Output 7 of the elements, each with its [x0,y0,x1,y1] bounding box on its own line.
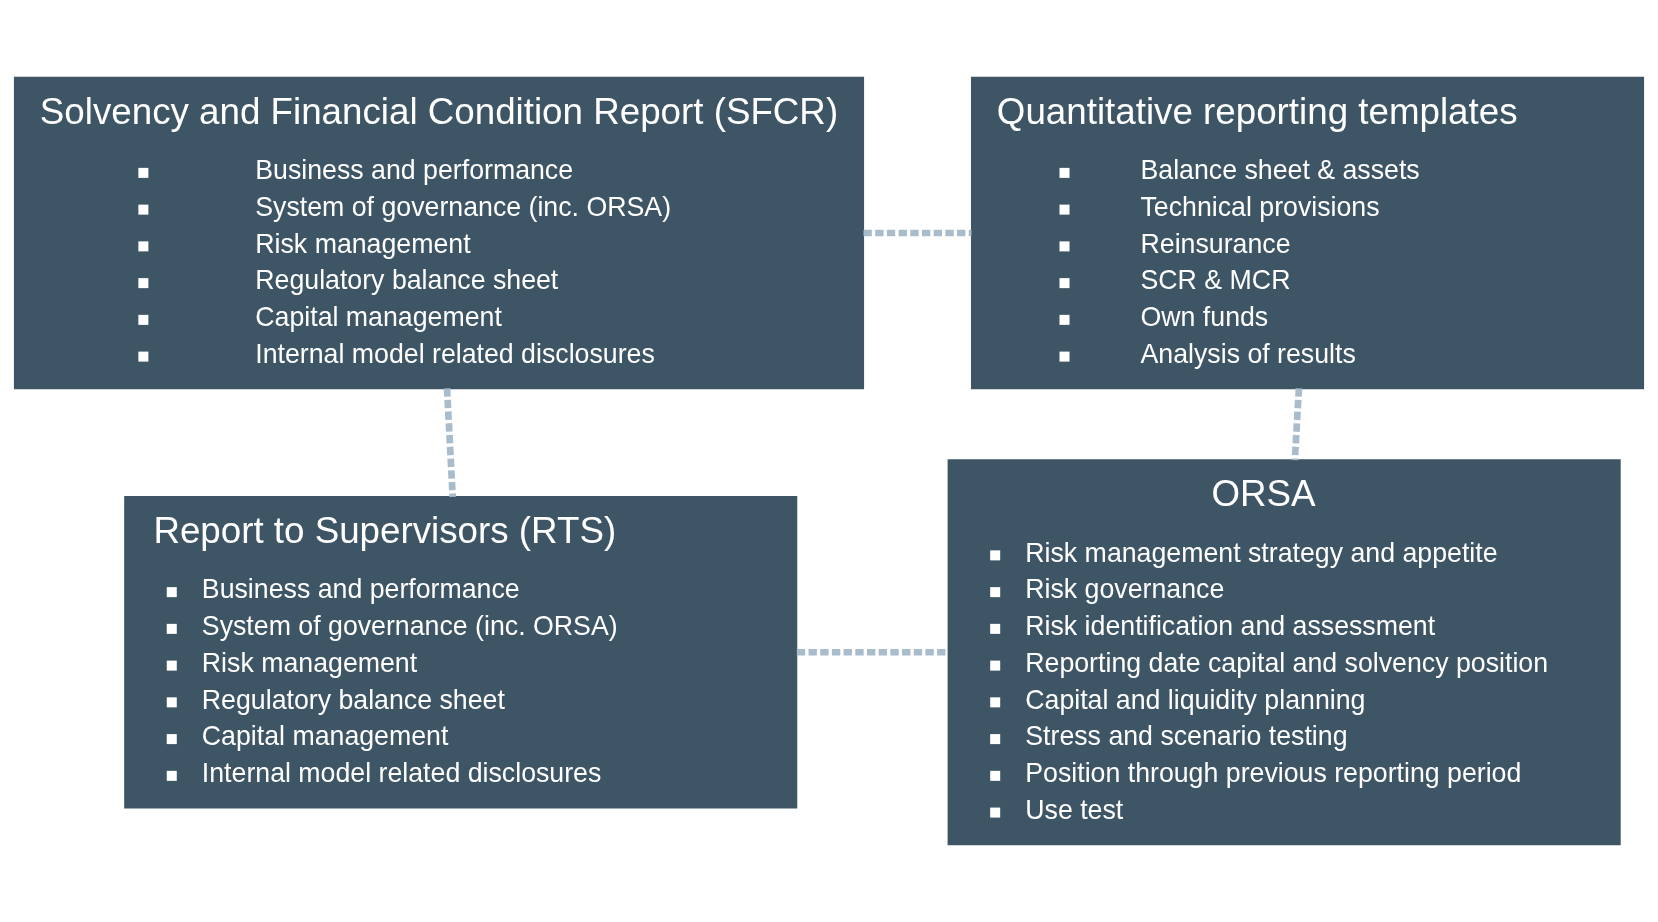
connector [443,388,456,497]
node-box: ORSA Risk management strategy and appetite Risk governance Risk identification and assessment Reporting date capital and solvency position Capital and liquidity planning Stress and scenario testing Position through previous reporting period Use test [947,459,1621,846]
connector [1291,388,1303,461]
connector [863,229,972,237]
node-box: Report to Supervisors (RTS) Business and performance System of governance (inc. ORSA) Risk management Regulatory balance sheet Capital management Internal model related disclosures [124,496,798,809]
node-box: Quantitative reporting templates Balance sheet & assets Technical provisions Reinsurance SCR & MCR Own funds Analysis of results [970,76,1645,390]
node-box: Solvency and Financial Condition Report (SFCR) Business and performance System of governance (inc. ORSA) Risk management Regulatory balance sheet Capital management Internal model related disclosures [13,76,865,390]
